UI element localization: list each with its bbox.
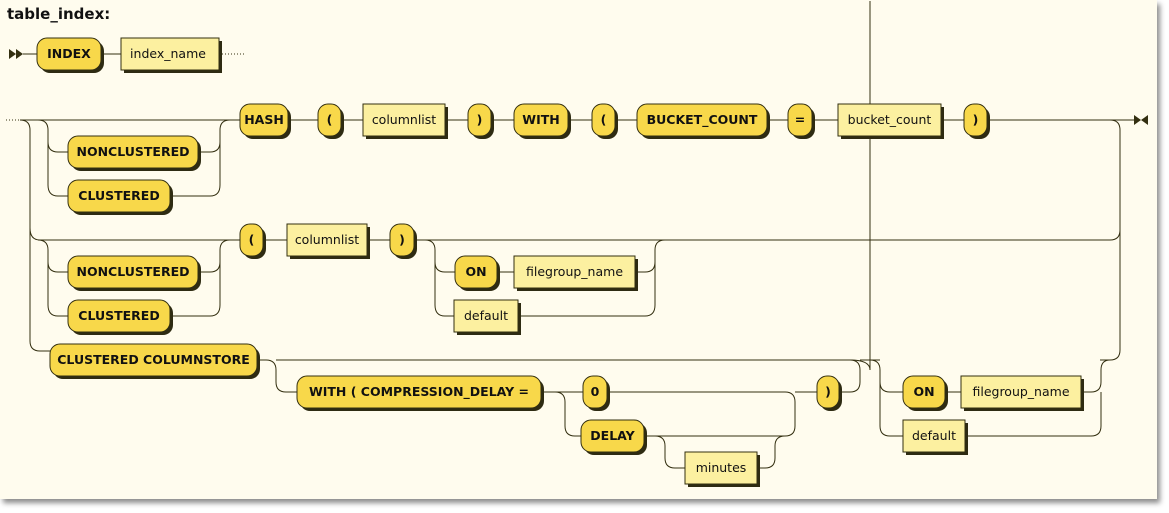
with-open-paren: (	[591, 103, 618, 139]
svg-text:INDEX: INDEX	[47, 46, 91, 61]
columnstore-on-keyword: ON	[902, 375, 948, 411]
svg-text:columnlist: columnlist	[295, 232, 359, 247]
svg-text:HASH: HASH	[244, 112, 284, 127]
svg-text:ON: ON	[465, 264, 486, 279]
svg-text:DELAY: DELAY	[590, 428, 635, 443]
svg-text:CLUSTERED COLUMNSTORE: CLUSTERED COLUMNSTORE	[57, 352, 250, 367]
hash-clustered-keyword: CLUSTERED	[67, 179, 173, 215]
bucket-count-box: bucket_count	[837, 103, 944, 139]
svg-text:default: default	[464, 308, 508, 323]
svg-text:(: (	[601, 112, 607, 127]
hash-nonclustered-keyword: NONCLUSTERED	[67, 135, 201, 171]
svg-text:): )	[973, 112, 979, 127]
column-on-keyword: ON	[454, 255, 500, 291]
hash-open-paren: (	[317, 103, 344, 139]
column-clustered-keyword: CLUSTERED	[67, 299, 173, 335]
bucket-count-keyword: BUCKET_COUNT	[636, 103, 770, 139]
hash-close-paren: )	[467, 103, 494, 139]
svg-text:NONCLUSTERED: NONCLUSTERED	[76, 264, 189, 279]
svg-text:default: default	[912, 428, 956, 443]
hash-columnlist-box: columnlist	[362, 103, 448, 139]
minutes-box: minutes	[684, 451, 760, 487]
delay-keyword: DELAY	[580, 419, 647, 455]
svg-text:0: 0	[591, 384, 600, 399]
with-close-paren: )	[963, 103, 990, 139]
with-keyword: WITH	[513, 103, 571, 139]
svg-text:CLUSTERED: CLUSTERED	[78, 188, 159, 203]
column-filegroup-name-box: filegroup_name	[513, 255, 638, 291]
svg-text:): )	[399, 232, 405, 247]
svg-text:filegroup_name: filegroup_name	[972, 384, 1069, 399]
column-close-paren: )	[389, 223, 417, 259]
column-open-paren: (	[239, 223, 266, 259]
svg-text:): )	[477, 112, 483, 127]
column-nonclustered-keyword: NONCLUSTERED	[67, 255, 201, 291]
end-marker	[1134, 115, 1148, 125]
diagram-panel	[0, 0, 1157, 499]
index-keyword: INDEX	[36, 37, 104, 73]
hash-keyword: HASH	[239, 103, 291, 139]
equals-keyword: =	[787, 103, 815, 139]
svg-text:NONCLUSTERED: NONCLUSTERED	[76, 144, 189, 159]
columnstore-close-paren: )	[816, 375, 842, 411]
svg-text:bucket_count: bucket_count	[848, 112, 932, 127]
column-columnlist-box: columnlist	[286, 223, 370, 259]
svg-text:(: (	[249, 232, 255, 247]
svg-text:=: =	[795, 112, 805, 127]
index-name-box: index_name	[120, 37, 222, 73]
svg-text:ON: ON	[913, 384, 934, 399]
svg-text:BUCKET_COUNT: BUCKET_COUNT	[647, 112, 758, 128]
svg-text:(: (	[327, 112, 333, 127]
svg-text:minutes: minutes	[696, 460, 747, 475]
columnstore-default-box: default	[902, 419, 968, 455]
svg-text:CLUSTERED: CLUSTERED	[78, 308, 159, 323]
clustered-columnstore-keyword: CLUSTERED COLUMNSTORE	[49, 343, 260, 379]
svg-text:): )	[825, 384, 831, 399]
columnstore-filegroup-name-box: filegroup_name	[960, 375, 1084, 411]
column-default-box: default	[453, 299, 521, 335]
zero-keyword: 0	[582, 375, 610, 411]
with-compression-delay-keyword: WITH ( COMPRESSION_DELAY =	[296, 375, 544, 411]
svg-text:WITH: WITH	[522, 112, 559, 127]
start-marker	[9, 49, 23, 59]
svg-text:WITH ( COMPRESSION_DELAY =: WITH ( COMPRESSION_DELAY =	[309, 384, 529, 400]
svg-text:columnlist: columnlist	[372, 112, 436, 127]
svg-text:filegroup_name: filegroup_name	[526, 264, 623, 279]
rule-title: table_index:	[7, 5, 111, 23]
svg-text:index_name: index_name	[130, 46, 206, 61]
